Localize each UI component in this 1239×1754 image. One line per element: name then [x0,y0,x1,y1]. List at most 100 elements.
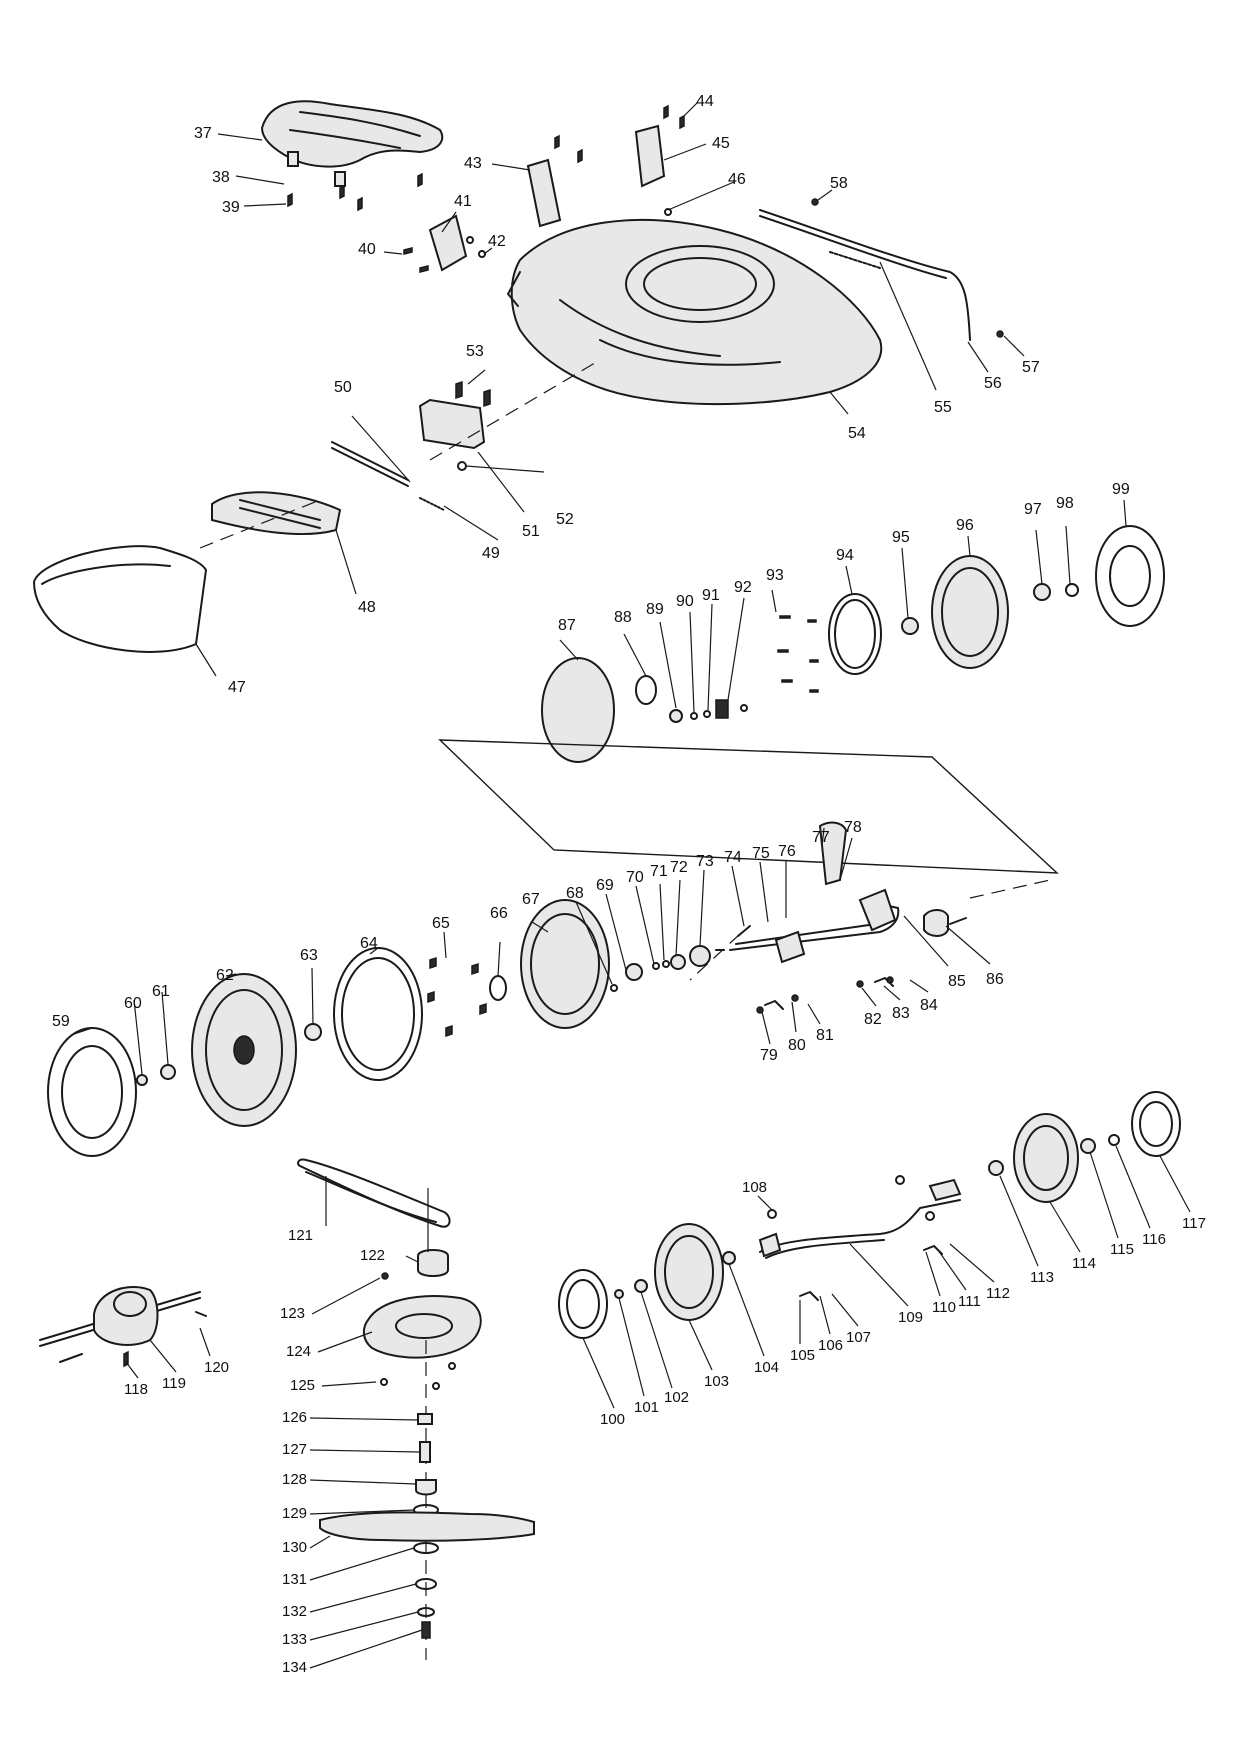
callout-124: 124 [286,1343,311,1360]
callout-117: 117 [1182,1215,1206,1232]
callout-91: 91 [702,587,720,604]
callout-66: 66 [490,905,508,922]
callout-102: 102 [664,1389,689,1406]
callout-53: 53 [466,343,484,360]
callout-68: 68 [566,885,584,902]
callout-labels: 37 38 39 40 41 42 43 44 45 46 47 48 49 5… [52,93,1206,1676]
side-brackets [403,104,685,273]
callout-111: 111 [958,1293,981,1310]
callout-83: 83 [892,1005,910,1022]
callout-93: 93 [766,567,784,584]
callout-123: 123 [280,1305,305,1322]
left-wheel-assembly [47,899,725,1157]
wheel-assembly-frame [438,739,1059,874]
callout-50: 50 [334,379,352,396]
callout-100: 100 [600,1411,625,1428]
callout-41: 41 [454,193,472,210]
callout-43: 43 [464,155,482,172]
callout-74: 74 [724,849,742,866]
callout-79: 79 [760,1047,778,1064]
callout-106: 106 [818,1337,843,1354]
belt-and-pulley [297,1158,451,1280]
callout-131: 131 [282,1571,307,1588]
rear-flap-and-grass-bag [33,491,342,653]
callout-84: 84 [920,997,938,1014]
leader-lines [73,101,1191,1669]
callout-97: 97 [1024,501,1042,518]
callout-60: 60 [124,995,142,1012]
callout-76: 76 [778,843,796,860]
callout-39: 39 [222,199,240,216]
callout-120: 120 [204,1359,229,1376]
callout-114: 114 [1072,1255,1096,1272]
callout-90: 90 [676,593,694,610]
callout-47: 47 [228,679,246,696]
callout-65: 65 [432,915,450,932]
callout-125: 125 [290,1377,315,1394]
callout-88: 88 [614,609,632,626]
mower-deck [507,219,883,406]
callout-133: 133 [282,1631,307,1648]
callout-110: 110 [932,1299,956,1316]
callout-42: 42 [488,233,506,250]
callout-134: 134 [282,1659,307,1676]
callout-101: 101 [634,1399,659,1416]
callout-116: 116 [1142,1231,1166,1248]
callout-103: 103 [704,1373,729,1390]
callout-55: 55 [934,399,952,416]
callout-127: 127 [282,1441,307,1458]
callout-94: 94 [836,547,854,564]
blade-carrier [362,1295,482,1390]
callout-80: 80 [788,1037,806,1054]
callout-59: 59 [52,1013,70,1030]
callout-64: 64 [360,935,378,952]
callout-77: 77 [812,829,830,846]
callout-62: 62 [216,967,234,984]
callout-48: 48 [358,599,376,616]
callout-45: 45 [712,135,730,152]
callout-61: 61 [152,983,170,1000]
callout-92: 92 [734,579,752,596]
callout-104: 104 [754,1359,779,1376]
callout-98: 98 [1056,495,1074,512]
callout-96: 96 [956,517,974,534]
bracket-and-rod [331,380,491,511]
callout-82: 82 [864,1011,882,1028]
callout-130: 130 [282,1539,307,1556]
callout-95: 95 [892,529,910,546]
handle-grip-assembly [260,100,444,212]
callout-85: 85 [948,973,966,990]
callout-63: 63 [300,947,318,964]
callout-57: 57 [1022,359,1040,376]
callout-118: 118 [124,1381,148,1398]
callout-115: 115 [1110,1241,1134,1258]
rear-flap-rod [759,198,1004,341]
callout-119: 119 [162,1375,186,1392]
callout-58: 58 [830,175,848,192]
callout-52: 52 [556,511,574,528]
callout-46: 46 [728,171,746,188]
callout-128: 128 [282,1471,307,1488]
callout-122: 122 [360,1247,385,1264]
callout-81: 81 [816,1027,834,1044]
callout-105: 105 [790,1347,815,1364]
callout-87: 87 [558,617,576,634]
callout-73: 73 [696,853,714,870]
callout-38: 38 [212,169,230,186]
callout-107: 107 [846,1329,871,1346]
callout-78: 78 [844,819,862,836]
framed-wheel-assembly-upper [541,525,1165,763]
blade-stack [319,1340,535,1660]
callout-54: 54 [848,425,866,442]
gearbox-assembly [39,1286,207,1368]
callout-44: 44 [696,93,714,110]
callout-129: 129 [282,1505,307,1522]
callout-72: 72 [670,859,688,876]
callout-67: 67 [522,891,540,908]
right-wheel-assembly [558,1091,1181,1339]
callout-132: 132 [282,1603,307,1620]
callout-37: 37 [194,125,212,142]
callout-49: 49 [482,545,500,562]
callout-89: 89 [646,601,664,618]
